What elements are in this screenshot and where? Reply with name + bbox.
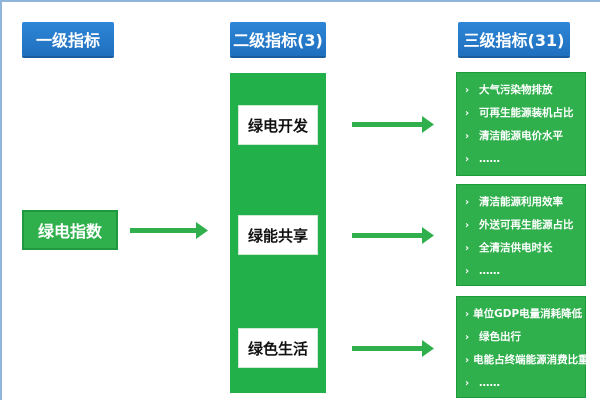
list-item: ›单位GDP电量消耗降低 (465, 303, 582, 326)
right-arrow-icon (352, 116, 434, 133)
list-item: ›…… (465, 260, 579, 283)
right-arrow-icon (352, 340, 434, 357)
level2-label: 绿能共享 (247, 226, 308, 245)
chevron-right-icon: › (465, 85, 470, 96)
level3-box-1: ›大气污染物排放 ›可再生能源装机占比 ›清洁能源电价水平 ›…… (456, 72, 586, 176)
list-item: ›可再生能源装机占比 (465, 102, 579, 125)
list-item: ›外送可再生能源占比 (465, 214, 579, 237)
chevron-right-icon: › (465, 108, 470, 119)
level3-box-2: ›清洁能源利用效率 ›外送可再生能源占比 ›全清洁供电时长 ›…… (456, 184, 586, 286)
root-node: 绿电指数 (22, 210, 118, 250)
chevron-right-icon: › (465, 309, 470, 320)
chevron-right-icon: › (465, 378, 470, 389)
chevron-right-icon: › (465, 197, 470, 208)
list-item: ›清洁能源利用效率 (465, 191, 579, 214)
level2-label: 绿色生活 (247, 339, 308, 358)
list-item: ›全清洁供电时长 (465, 237, 579, 260)
list-item: ›大气污染物排放 (465, 79, 579, 102)
list-item: ›绿色出行 (465, 326, 579, 349)
chevron-right-icon: › (465, 332, 470, 343)
chevron-right-icon: › (465, 243, 470, 254)
list-item: ›…… (465, 148, 579, 171)
right-arrow-icon (352, 227, 434, 244)
chevron-right-icon: › (465, 220, 470, 231)
header-level1: 一级指标 (22, 22, 114, 56)
root-label: 绿电指数 (37, 222, 102, 241)
chevron-right-icon: › (465, 154, 470, 165)
level2-node-2: 绿能共享 (238, 215, 318, 255)
level2-label: 绿电开发 (247, 116, 308, 135)
right-arrow-icon (130, 222, 208, 239)
level3-box-3: ›单位GDP电量消耗降低 ›绿色出行 ›电能占终端能源消费比重 ›…… (456, 296, 589, 398)
list-item: ›清洁能源电价水平 (465, 125, 579, 148)
header-level3: 三级指标(31) (458, 22, 570, 56)
chevron-right-icon: › (465, 355, 470, 366)
list-item: ›电能占终端能源消费比重 (465, 349, 589, 372)
header-level2: 二级指标(3) (230, 22, 326, 56)
chevron-right-icon: › (465, 131, 470, 142)
list-item: ›…… (465, 372, 579, 395)
chevron-right-icon: › (465, 266, 470, 277)
level2-node-1: 绿电开发 (238, 105, 318, 145)
level2-node-3: 绿色生活 (238, 328, 318, 368)
